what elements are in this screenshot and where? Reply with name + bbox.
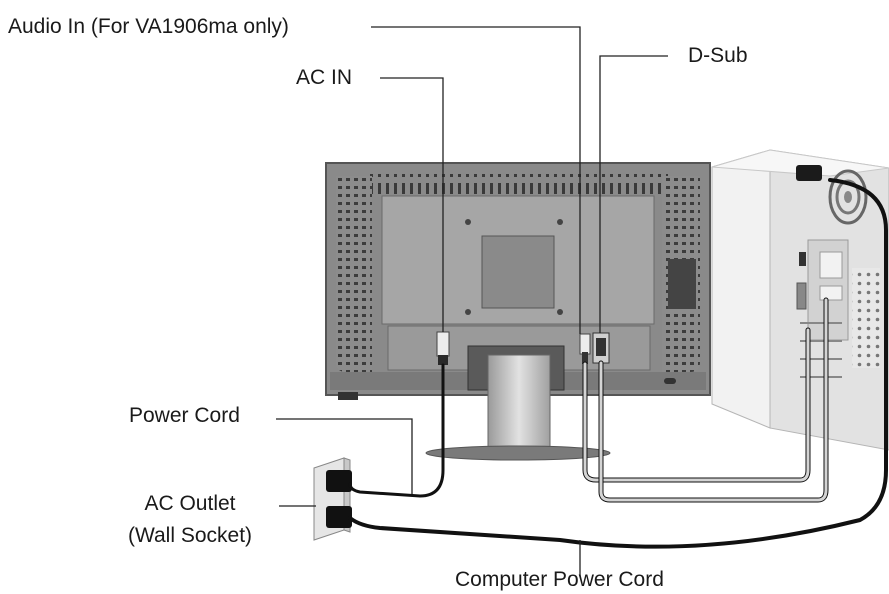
audio-in-label: Audio In (For VA1906ma only) (8, 15, 289, 38)
ac-in-label: AC IN (296, 66, 353, 89)
cables (348, 178, 888, 549)
monitor-stand (425, 354, 611, 461)
ac-outlet-label-line1: AC Outlet (144, 492, 236, 515)
power-cord-label: Power Cord (129, 404, 240, 427)
d-sub-label: D-Sub (688, 44, 748, 67)
ac-outlet-label-line2: (Wall Socket) (127, 524, 253, 547)
d-sub-port (592, 332, 610, 364)
wall-outlet (313, 457, 352, 541)
leader-lines (276, 26, 668, 576)
ac-outlet-label: AC Outlet (Wall Socket) (110, 492, 270, 548)
audio-in-port (579, 333, 591, 364)
ac-in-port (436, 331, 450, 365)
computer-power-cord-label: Computer Power Cord (455, 568, 664, 591)
fan-icon (828, 169, 868, 225)
computer-tower (711, 149, 889, 451)
